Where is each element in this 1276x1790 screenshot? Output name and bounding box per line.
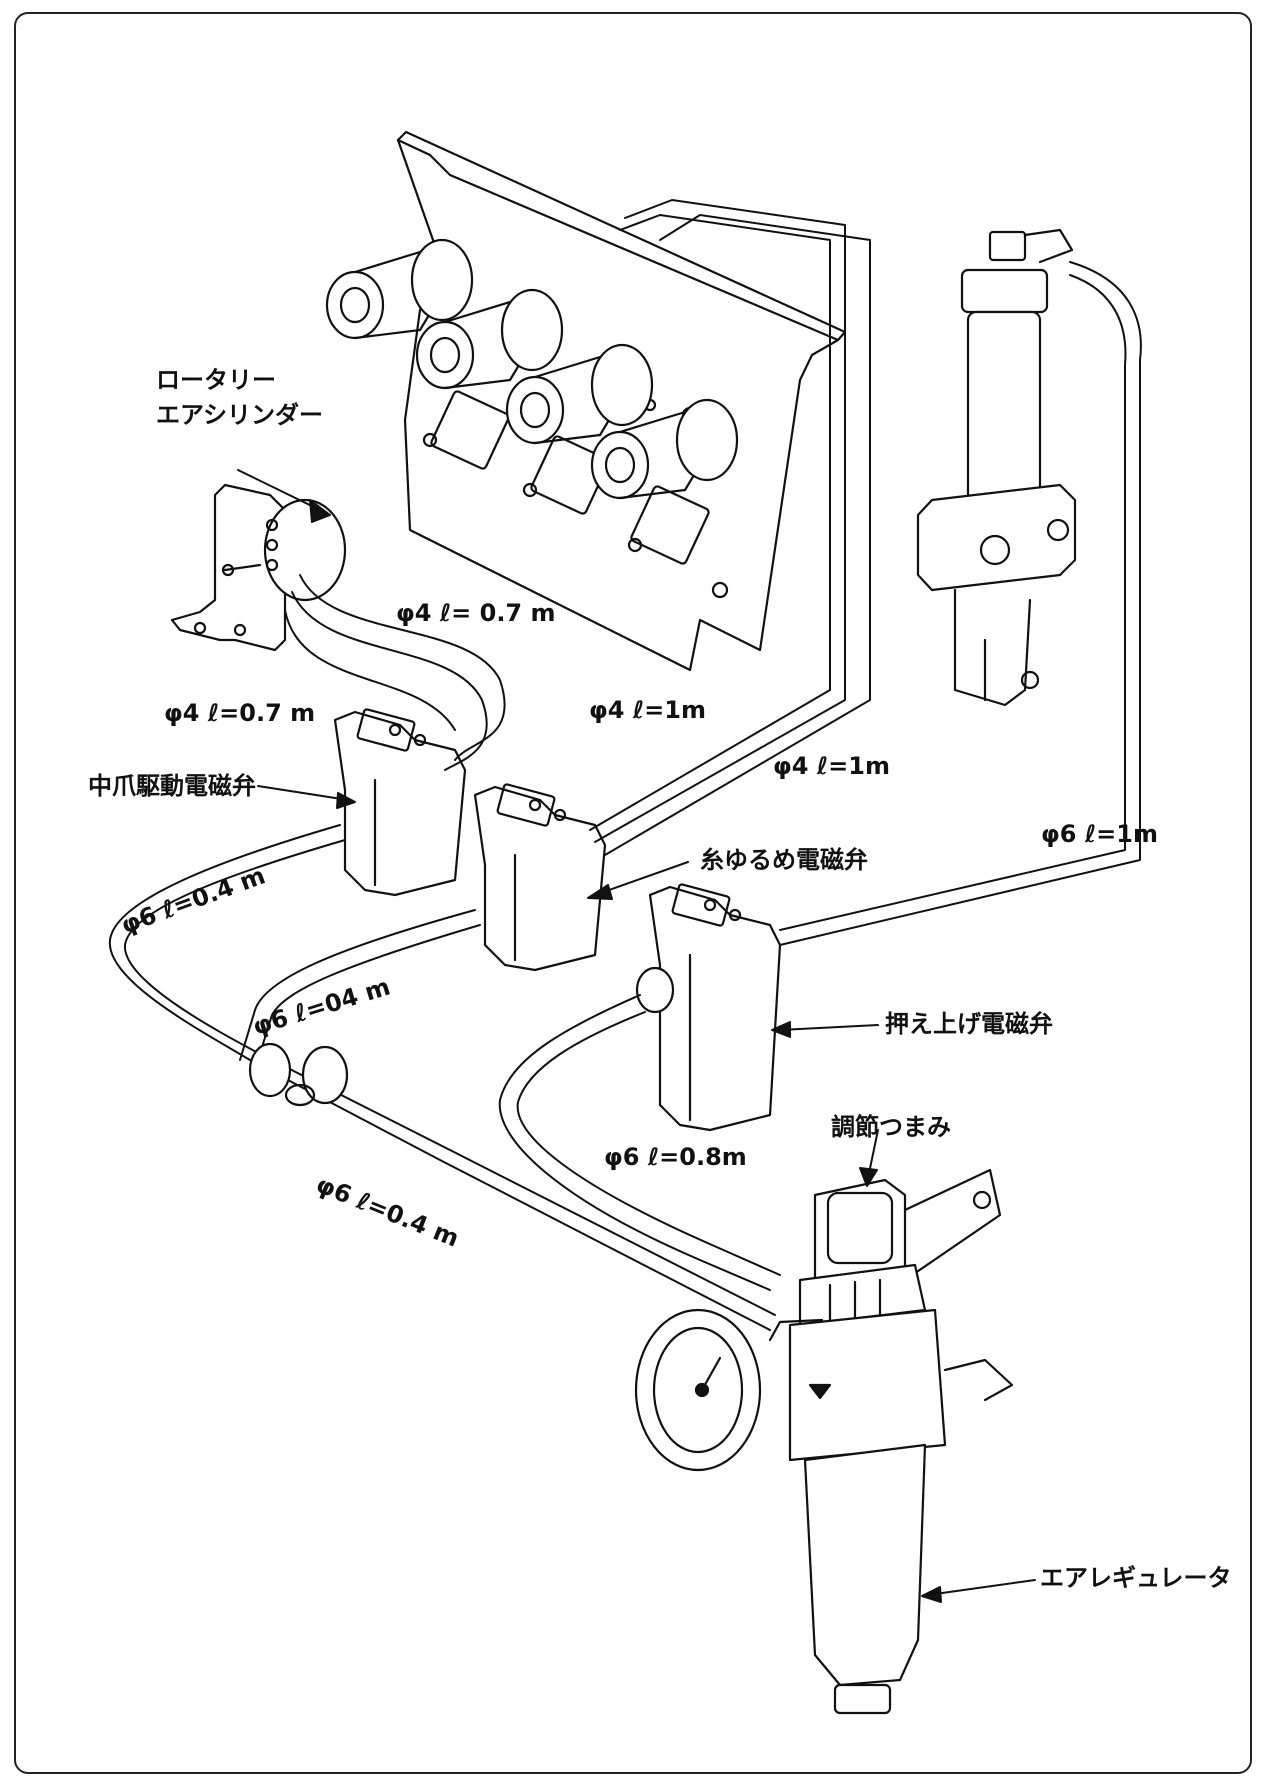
center-claw-solenoid-valve xyxy=(333,708,467,897)
leader-lines xyxy=(237,469,1036,1603)
rotary-air-cylinder xyxy=(170,483,347,652)
air-regulator-label: エアレギュレータ xyxy=(1040,1564,1232,1592)
tension-knob xyxy=(415,288,564,390)
diagram-frame xyxy=(14,12,1252,1774)
tee-joint xyxy=(248,1042,349,1107)
rotary-air-cylinder-label-line2: エアシリンダー xyxy=(156,401,324,429)
tension-knob xyxy=(325,238,474,340)
tube-label: φ6 ℓ=0.8m xyxy=(604,1143,747,1171)
center-claw-valve-label: 中爪駆動電磁弁 xyxy=(88,772,256,800)
tube-label: φ4 ℓ= 0.7 m xyxy=(396,599,556,627)
air-regulator xyxy=(634,1168,1014,1715)
tension-knob xyxy=(590,398,739,500)
rotary-air-cylinder-label-line1: ロータリー xyxy=(156,366,276,394)
presser-lift-solenoid-valve xyxy=(635,883,782,1132)
air-tubes xyxy=(108,199,1142,1331)
tube-label: φ4 ℓ=0.7 m xyxy=(164,699,316,727)
tension-knob xyxy=(505,343,654,445)
tube-label: φ4 ℓ=1m xyxy=(589,696,706,724)
presser-lift-cylinder xyxy=(916,228,1077,707)
thread-release-solenoid-valve xyxy=(473,783,607,972)
thread-release-valve-label: 糸ゆるめ電磁弁 xyxy=(700,846,868,874)
tube-label: φ4 ℓ=1m xyxy=(773,752,890,780)
presser-lift-valve-label: 押え上げ電磁弁 xyxy=(885,1010,1053,1038)
tube-label: φ6 ℓ=1m xyxy=(1041,820,1158,848)
adjust-knob-label: 調節つまみ xyxy=(831,1113,951,1141)
